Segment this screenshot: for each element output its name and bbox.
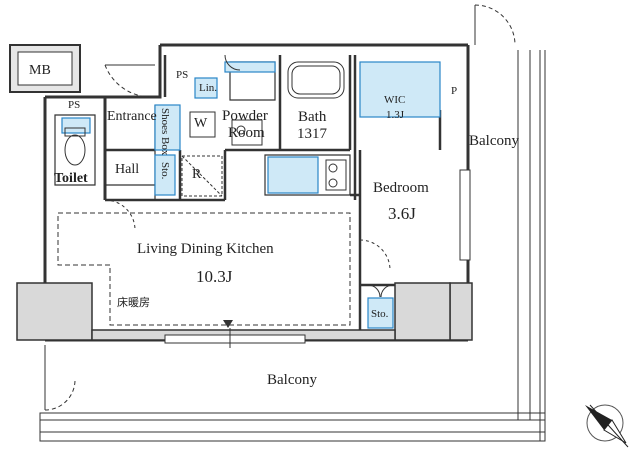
ps-label-left: PS xyxy=(68,99,81,111)
floor-heating-area xyxy=(57,212,351,326)
fixtures xyxy=(61,61,441,329)
balcony-right-label: Balcony xyxy=(469,133,519,149)
hall-storage xyxy=(154,154,176,196)
toilet-label: Toilet xyxy=(54,171,88,186)
p-label: P xyxy=(451,85,458,97)
powder-room-label-2: Room xyxy=(228,125,265,141)
wic-size-label: 1.3J xyxy=(386,109,405,121)
powder-shelf xyxy=(224,61,276,73)
linen-label: Lin. xyxy=(199,82,218,94)
stove-burner xyxy=(328,163,338,173)
fixture-details xyxy=(64,61,347,197)
doors xyxy=(44,4,516,411)
bathtub xyxy=(287,61,345,99)
wic-label: WIC xyxy=(384,94,406,106)
toilet-shelf xyxy=(61,117,91,134)
powder-room-label-1: Powder xyxy=(222,108,268,124)
wic-shelf xyxy=(359,61,441,118)
ldk-size-label: 10.3J xyxy=(196,267,233,286)
hall-storage-label: Sto. xyxy=(159,162,171,180)
kitchen-sink xyxy=(267,156,319,194)
entrance-label: Entrance xyxy=(107,109,157,124)
columns xyxy=(16,282,473,341)
toilet-bowl xyxy=(64,134,86,166)
bedroom-size-label: 3.6J xyxy=(388,204,416,223)
bath-size-label: 1317 xyxy=(297,126,327,142)
windows xyxy=(164,169,471,348)
balcony-bottom-label: Balcony xyxy=(267,372,317,388)
bath-label: Bath xyxy=(298,109,327,125)
r-label: R xyxy=(192,167,202,182)
stove-burner xyxy=(328,178,338,188)
mb-label: MB xyxy=(29,63,51,78)
hall-label: Hall xyxy=(115,162,140,177)
north-compass-icon xyxy=(585,404,629,448)
w-label: W xyxy=(194,116,208,131)
bedroom-storage xyxy=(367,297,394,329)
washer-pan xyxy=(189,111,216,138)
bedroom-label: Bedroom xyxy=(373,180,429,196)
ldk-label: Living Dining Kitchen xyxy=(137,241,274,257)
mb-box xyxy=(9,44,81,93)
bedroom-storage-label: Sto. xyxy=(371,308,389,320)
linen-cabinet xyxy=(194,77,218,99)
shoes-box-cabinet xyxy=(154,104,181,151)
ps-label-top: PS xyxy=(176,69,189,81)
shoes-box-label: Shoes Box xyxy=(159,108,171,156)
floor-heating-label: 床暖房 xyxy=(117,297,150,309)
entrance-arrow xyxy=(223,320,233,328)
balcony-railing xyxy=(39,50,546,442)
